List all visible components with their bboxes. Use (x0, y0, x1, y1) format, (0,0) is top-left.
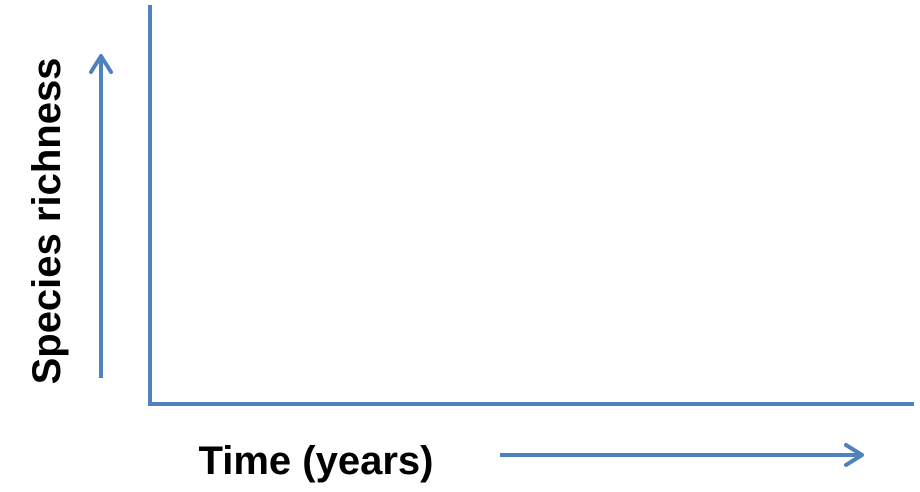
y-direction-arrow (89, 54, 113, 378)
y-arrowhead (89, 54, 113, 74)
x-direction-arrow (500, 443, 864, 467)
y-axis-title: Species richness (25, 58, 69, 385)
x-axis-title: Time (years) (199, 439, 434, 483)
x-arrowhead (844, 443, 864, 467)
